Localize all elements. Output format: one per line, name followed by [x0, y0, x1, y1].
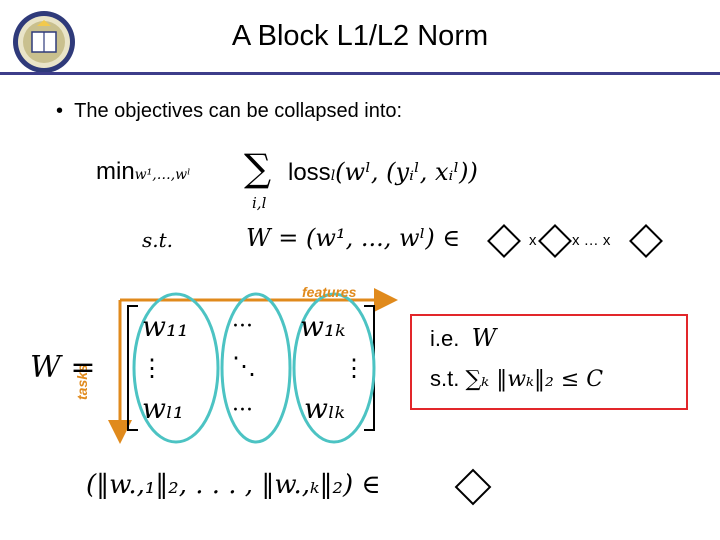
product-separator: x: [529, 232, 537, 249]
box-st: s.t. ∑ₖ ‖wₖ‖₂ ≤ C: [430, 366, 603, 392]
matrix-lhs: W =: [30, 350, 96, 385]
min-operator: minw¹,…,wˡ: [96, 158, 191, 186]
norm-vector-expr: (‖w.,₁‖₂, . . . , ‖w.,ₖ‖₂) ∈: [86, 470, 381, 500]
university-seal-icon: [13, 11, 75, 73]
cell-vdots-right: ⋮: [342, 354, 366, 382]
column-ellipse-2: [220, 292, 292, 444]
cell-hdots-top: ···: [232, 314, 253, 339]
subject-to: s.t.: [142, 228, 174, 252]
constraint-expr: W = (w¹, ..., wˡ) ∈: [246, 224, 461, 252]
loss-subscript: l: [330, 168, 336, 184]
features-label: features: [302, 284, 357, 300]
loss-term: lossl(wˡ, (yᵢˡ, xᵢˡ)): [288, 158, 478, 187]
cell-w11: w₁₁: [142, 310, 189, 343]
matrix-figure: [108, 288, 398, 444]
bullet-text: The objectives can be collapsed into:: [74, 100, 403, 122]
bullet-point: • The objectives can be collapsed into:: [56, 100, 402, 123]
min-text: min: [96, 158, 135, 185]
cell-wl1: wₗ₁: [142, 392, 184, 425]
set-diamond-icon: [538, 224, 572, 258]
column-ellipse-1: [132, 292, 220, 444]
set-diamond-icon: [454, 468, 492, 506]
box-ie-math: W: [471, 324, 497, 352]
cell-ddots: ⋱: [232, 352, 256, 380]
column-ellipse-3: [292, 292, 376, 444]
loss-arguments: (wˡ, (yᵢˡ, xᵢˡ)): [335, 158, 478, 186]
sum-symbol: ∑: [244, 146, 272, 190]
slide-title: A Block L1/L2 Norm: [231, 20, 489, 52]
cell-wlk: wₗₖ: [304, 392, 345, 425]
cell-hdots-bottom: ···: [232, 398, 253, 423]
constraint-box: [410, 314, 688, 410]
cell-w1k: w₁ₖ: [300, 310, 346, 343]
sum-subscript: i,l: [252, 194, 267, 212]
box-st-text: s.t.: [430, 366, 460, 391]
set-diamond-icon: [629, 224, 663, 258]
box-ie-text: i.e.: [430, 326, 460, 351]
matrix-left-bracket: [127, 305, 138, 431]
set-diamond-icon: [487, 224, 521, 258]
bullet-dot: •: [56, 100, 75, 122]
min-subscript: w¹,…,wˡ: [134, 167, 191, 183]
loss-text: loss: [288, 159, 331, 186]
title-rule: [0, 72, 720, 75]
box-st-math: ∑ₖ ‖wₖ‖₂ ≤ C: [465, 367, 604, 392]
box-ie: i.e. W: [430, 324, 496, 352]
cell-vdots-left: ⋮: [140, 354, 164, 382]
product-separator-ellipsis: x … x: [572, 232, 611, 249]
